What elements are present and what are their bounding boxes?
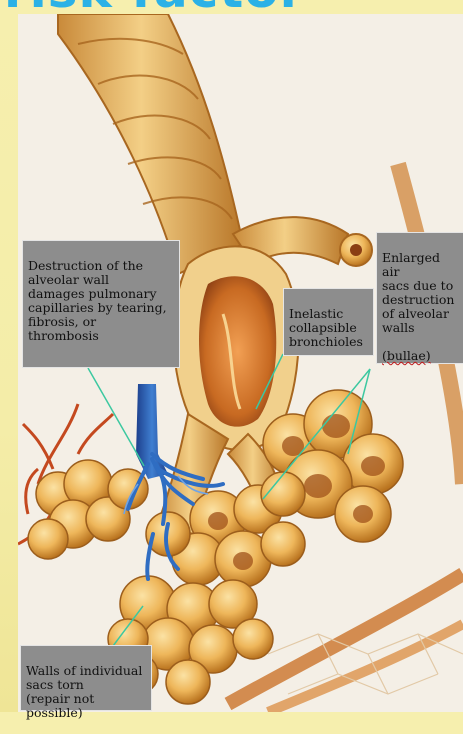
label-enlarged-air-sacs-text: Enlarged air sacs due to destruction of …: [382, 251, 458, 335]
label-inelastic-bronchioles: Inelastic collapsible bronchioles: [283, 288, 374, 356]
label-walls-torn: Walls of individual sacs torn (repair no…: [20, 645, 152, 711]
slide-title: risk factor: [0, 0, 463, 14]
label-alveolar-wall-destruction: Destruction of the alveolar wall damages…: [22, 240, 180, 368]
label-alveolar-wall-destruction-text: Destruction of the alveolar wall damages…: [28, 259, 174, 343]
label-inelastic-bronchioles-text: Inelastic collapsible bronchioles: [289, 307, 368, 349]
label-enlarged-air-sacs: Enlarged air sacs due to destruction of …: [376, 232, 463, 364]
label-bullae-text: (bullae): [382, 349, 458, 363]
